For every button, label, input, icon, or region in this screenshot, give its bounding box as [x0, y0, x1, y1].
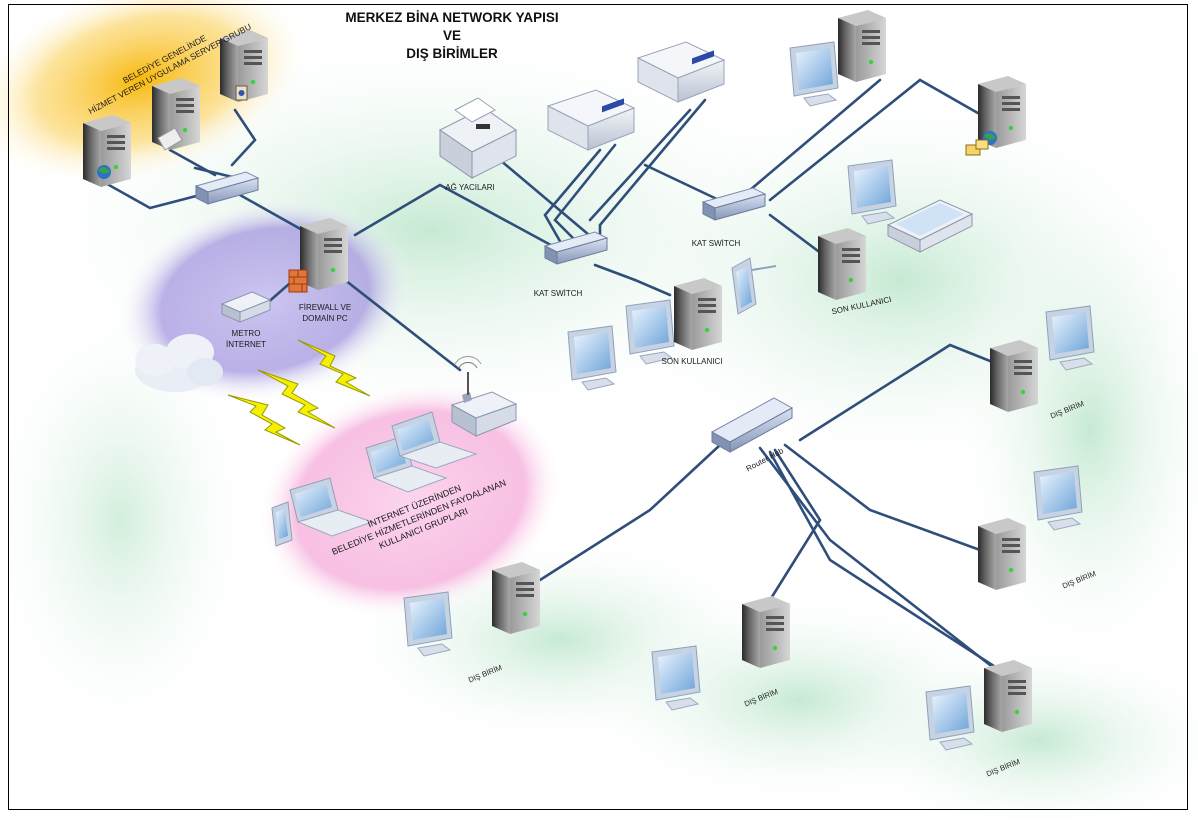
folder-icon [965, 139, 989, 156]
title-block: MERKEZ BİNA NETWORK YAPISI VE DIŞ BİRİML… [345, 10, 558, 61]
lightning-group [227, 339, 371, 446]
diagram-title-line-3: DIŞ BİRİMLER [406, 46, 498, 61]
green-zone-left [0, 290, 260, 750]
internet-users-zone [257, 381, 563, 619]
scanner-icon [886, 199, 974, 253]
workstation [965, 76, 1026, 156]
printer-icon [439, 97, 517, 179]
metro-label: METRO [232, 329, 261, 338]
diagram-frame [8, 4, 1188, 810]
kat-switch-label: KAT SWİTCH [692, 239, 741, 248]
metro-label-line-2: İNTERNET [226, 340, 266, 349]
server-group-glow [0, 0, 312, 187]
son-kullanici-label: SON KULLANICI [662, 357, 723, 366]
cloud-icon [135, 334, 223, 392]
firewall-icon [288, 269, 308, 293]
globe-icon [97, 165, 111, 179]
laptop-group [271, 411, 478, 547]
globe-icon [983, 131, 997, 145]
lightning-icon [227, 394, 301, 446]
firewall-pc [288, 218, 348, 293]
laptop-icon [391, 411, 478, 469]
printers-label: AĞ YACILARI [445, 183, 495, 192]
modem-icon [220, 291, 272, 323]
router-icon [710, 397, 794, 453]
document-icon [157, 127, 183, 151]
kat-switch-label: KAT SWİTCH [534, 289, 583, 298]
network-links [98, 78, 1002, 672]
firewall-label: FİREWALL VE [299, 303, 351, 312]
phone-icon [731, 257, 777, 315]
firewall-label-line-2: DOMAİN PC [302, 314, 348, 323]
diagram-title: MERKEZ BİNA NETWORK YAPISI [345, 10, 558, 25]
lightning-icon [297, 339, 371, 397]
workstation [818, 159, 974, 300]
wireless-router-icon [450, 355, 518, 437]
lightning-icon [257, 369, 336, 429]
laptop-icon [271, 477, 374, 547]
green-zone-bottom-right [840, 640, 1198, 823]
server-group [83, 30, 268, 187]
workstation [567, 257, 777, 391]
diagram-title-line-2: VE [443, 28, 461, 43]
tape-icon [235, 85, 248, 101]
